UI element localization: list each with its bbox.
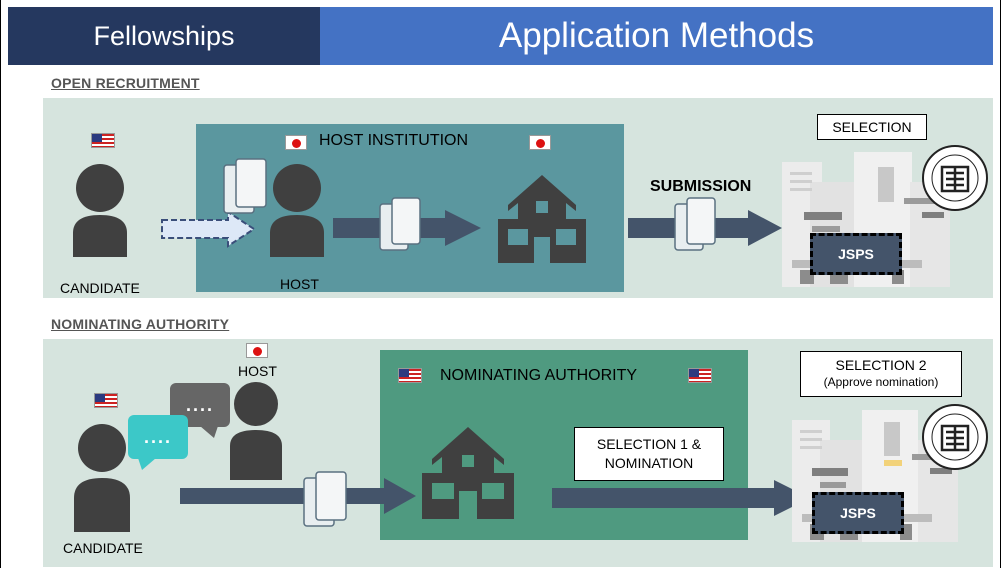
- selection2-box: SELECTION 2 (Approve nomination): [800, 351, 962, 397]
- speech-bubble-icon: ....: [128, 415, 188, 459]
- jsps-seal-icon: [922, 145, 988, 211]
- jsps-badge: JSPS: [812, 492, 904, 534]
- us-flag-icon: [91, 133, 115, 148]
- selection1-nomination-box: SELECTION 1 & NOMINATION: [574, 427, 724, 481]
- nominating-host-label: HOST: [238, 363, 277, 379]
- japan-flag-icon: [529, 135, 551, 150]
- books-icon: [303, 471, 347, 527]
- person-icon: [74, 424, 130, 532]
- dashed-arrow-icon: [161, 210, 256, 248]
- selection2-line1: SELECTION 2: [835, 357, 927, 373]
- selection1-line1: SELECTION 1 &: [596, 436, 702, 452]
- japan-flag-icon: [285, 135, 307, 150]
- nominating-authority-label: NOMINATING AUTHORITY: [440, 367, 638, 384]
- header-section-label: Fellowships: [8, 7, 320, 65]
- host-institution-label: HOST INSTITUTION: [319, 132, 469, 149]
- selection-box: SELECTION: [817, 114, 927, 140]
- arrow-icon: [552, 480, 810, 516]
- books-icon: [379, 197, 421, 251]
- school-building-icon: [422, 427, 514, 519]
- japan-flag-icon: [246, 343, 268, 358]
- person-icon: [73, 164, 127, 257]
- speech-bubble-tail: [200, 426, 218, 438]
- page-title: Application Methods: [320, 7, 993, 65]
- arrow-icon: [180, 478, 416, 514]
- us-flag-icon: [94, 393, 118, 408]
- submission-label: SUBMISSION: [650, 178, 752, 195]
- us-flag-icon: [688, 368, 712, 383]
- nominating-authority-title: NOMINATING AUTHORITY: [51, 316, 230, 332]
- us-flag-icon: [398, 368, 422, 383]
- nominating-candidate-label: CANDIDATE: [63, 540, 143, 556]
- books-icon: [223, 158, 267, 214]
- jsps-badge: JSPS: [810, 233, 902, 275]
- host-person-icon: [270, 164, 324, 257]
- jsps-seal-icon: [922, 404, 988, 470]
- books-icon: [674, 197, 716, 251]
- selection2-line2: (Approve nomination): [823, 375, 939, 389]
- host-label: HOST: [280, 276, 319, 292]
- school-building-icon: [498, 175, 586, 263]
- selection1-line2: NOMINATION: [604, 455, 694, 471]
- candidate-label: CANDIDATE: [60, 280, 140, 296]
- host-person-icon: [230, 382, 282, 480]
- open-recruitment-title: OPEN RECRUITMENT: [51, 75, 200, 91]
- speech-bubble-tail: [138, 458, 156, 470]
